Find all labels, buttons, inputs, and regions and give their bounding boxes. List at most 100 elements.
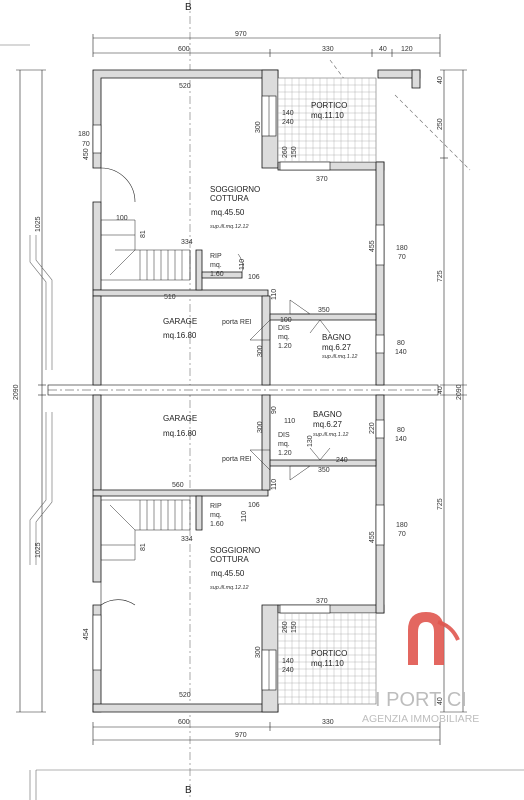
porta-rei-top: porta REI	[222, 319, 252, 326]
dim-240-portico-top: 240	[282, 119, 294, 126]
dim-220-bot: 220	[369, 422, 376, 434]
dim-130-bot: 130	[307, 435, 314, 447]
dim-240-bot: 240	[336, 457, 348, 464]
dim-100-dis-top: 100	[280, 317, 292, 324]
dim-560: 560	[172, 482, 184, 489]
dim-right-total: 2090	[456, 384, 463, 400]
porta-rei-bottom: porta REI	[222, 456, 252, 463]
dim-450: 450	[83, 148, 90, 160]
rip-area-bottom: 1.60	[210, 521, 224, 528]
dim-top-r2: 120	[401, 46, 413, 53]
soggiorno-sup-top: sup.ill.mq.12.12	[210, 224, 249, 230]
portico-label-top: PORTICO	[311, 101, 347, 110]
dim-140-bagno-top: 140	[395, 349, 407, 356]
dim-right-725-bot: 725	[437, 498, 444, 510]
rip-label-top: RIP	[210, 253, 222, 260]
dim-top-mid: 330	[322, 46, 334, 53]
dim-110-garage-top: 110	[271, 289, 278, 300]
dis-label-bottom: DIS	[278, 432, 290, 439]
top-unit	[92, 69, 421, 386]
dim-300-portico-top: 300	[255, 121, 262, 133]
dim-106-bot: 106	[248, 502, 260, 509]
dim-110-garage-bot: 110	[271, 479, 278, 490]
dim-240-portico-bot: 240	[282, 667, 294, 674]
section-mark-top: B	[185, 2, 192, 13]
interior-dims-bottom: 90 110 300 130 220 80 140 350 240 560 11…	[83, 406, 408, 699]
dim-370-top: 370	[316, 176, 328, 183]
dim-left-lower: 1025	[35, 542, 42, 558]
dim-334-top: 334	[181, 239, 193, 246]
dim-top-left: 600	[178, 46, 190, 53]
dis-mq-top: mq.	[278, 334, 290, 341]
dim-260-bot: 260	[282, 621, 289, 633]
dim-260-top: 260	[282, 146, 289, 158]
dim-right-40-top: 40	[437, 76, 444, 84]
dim-left-total: 2090	[13, 384, 20, 400]
dim-140-portico-bot: 140	[282, 658, 294, 665]
soggiorno-area-bottom: mq.45.50	[211, 569, 245, 578]
portico-label-bottom: PORTICO	[311, 649, 347, 658]
soggiorno-area-top: mq.45.50	[211, 208, 245, 217]
dim-right-725-top: 725	[437, 270, 444, 282]
dim-455-bot: 455	[369, 531, 376, 543]
dim-110-bagno-bot: 110	[284, 418, 295, 425]
dim-350-bot: 350	[318, 467, 330, 474]
dis-area-bottom: 1.20	[278, 450, 292, 457]
soggiorno-label-top: SOGGIORNO	[210, 185, 260, 194]
dim-520-bot: 520	[179, 692, 191, 699]
dim-right-40-mid: 40	[437, 386, 444, 394]
stairs-top	[100, 219, 191, 281]
dim-140-portico-top: 140	[282, 110, 294, 117]
top-dimensions: 970 600 330 40 120	[92, 31, 441, 57]
dim-81-bot: 81	[140, 543, 147, 551]
dim-right-40-bot: 40	[437, 697, 444, 705]
brand-name: I PORTICI	[375, 689, 467, 711]
rip-label-bottom: RIP	[210, 503, 222, 510]
logo-arch-icon	[408, 612, 444, 665]
garage-label-bottom: GARAGE	[163, 414, 197, 423]
bagno-area-bottom: mq.6.27	[313, 420, 342, 429]
dim-110-rip-top: 110	[239, 259, 246, 270]
dim-bottom-mid: 330	[322, 719, 334, 726]
dim-left-upper: 1025	[35, 216, 42, 232]
brand-tagline: AGENZIA IMMOBILIARE	[362, 713, 479, 725]
dim-80-top: 80	[397, 340, 405, 347]
interior-dims-top: 520 450 180 70 300 140 240 260 150 370 4…	[78, 83, 408, 357]
site-outline	[0, 44, 524, 800]
dis-label-top: DIS	[278, 325, 290, 332]
garage-label-top: GARAGE	[163, 317, 197, 326]
dim-520-top: 520	[179, 83, 191, 90]
soggiorno-sup-bottom: sup.ill.mq.12.12	[210, 585, 249, 591]
dim-81-top: 81	[140, 230, 147, 238]
dim-350-top: 350	[318, 307, 330, 314]
bagno-label-top: BAGNO	[322, 333, 351, 342]
cottura-label-top: COTTURA	[210, 194, 249, 203]
brand-logo: I PORTICI AGENZIA IMMOBILIARE	[362, 612, 479, 725]
dim-70-a: 70	[82, 141, 90, 148]
dim-bottom-left: 600	[178, 719, 190, 726]
portico-grid-bottom	[278, 613, 376, 704]
dim-180-a: 180	[78, 131, 90, 138]
bagno-sup-bottom: sup.ill.mq.1.12	[313, 432, 348, 438]
bagno-area-top: mq.6.27	[322, 343, 351, 352]
dim-334-bot: 334	[181, 536, 193, 543]
rip-mq-bottom: mq.	[210, 512, 222, 519]
portico-area-bottom: mq.11.10	[311, 659, 344, 668]
cottura-label-bottom: COTTURA	[210, 555, 249, 564]
dim-106-top: 106	[248, 274, 260, 281]
dim-110-rip-bot: 110	[241, 511, 248, 522]
right-dimensions: 40 250 725 40 2090 725 40	[437, 69, 467, 713]
left-dimensions: 2090 1025 1025 40	[13, 69, 68, 713]
room-labels-bottom: GARAGE mq.16.80 porta REI DIS mq. 1.20 B…	[163, 410, 348, 668]
dim-70-top: 70	[398, 254, 406, 261]
dim-510: 510	[164, 294, 176, 301]
dim-80-bot: 80	[397, 427, 405, 434]
dim-150-bot: 150	[291, 621, 298, 633]
bagno-label-bottom: BAGNO	[313, 410, 342, 419]
dim-180-top: 180	[396, 245, 408, 252]
dim-140-bot: 140	[395, 436, 407, 443]
dim-370-bot: 370	[316, 598, 328, 605]
section-mark-bottom: B	[185, 785, 192, 796]
dim-bottom-total: 970	[235, 732, 247, 739]
